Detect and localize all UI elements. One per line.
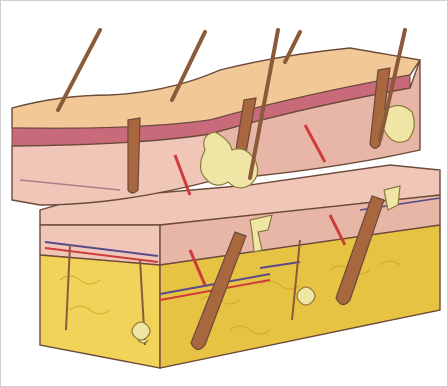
sweat-gland-coil	[297, 287, 315, 305]
hypodermis-front	[40, 255, 160, 368]
hair-follicle	[128, 118, 140, 193]
